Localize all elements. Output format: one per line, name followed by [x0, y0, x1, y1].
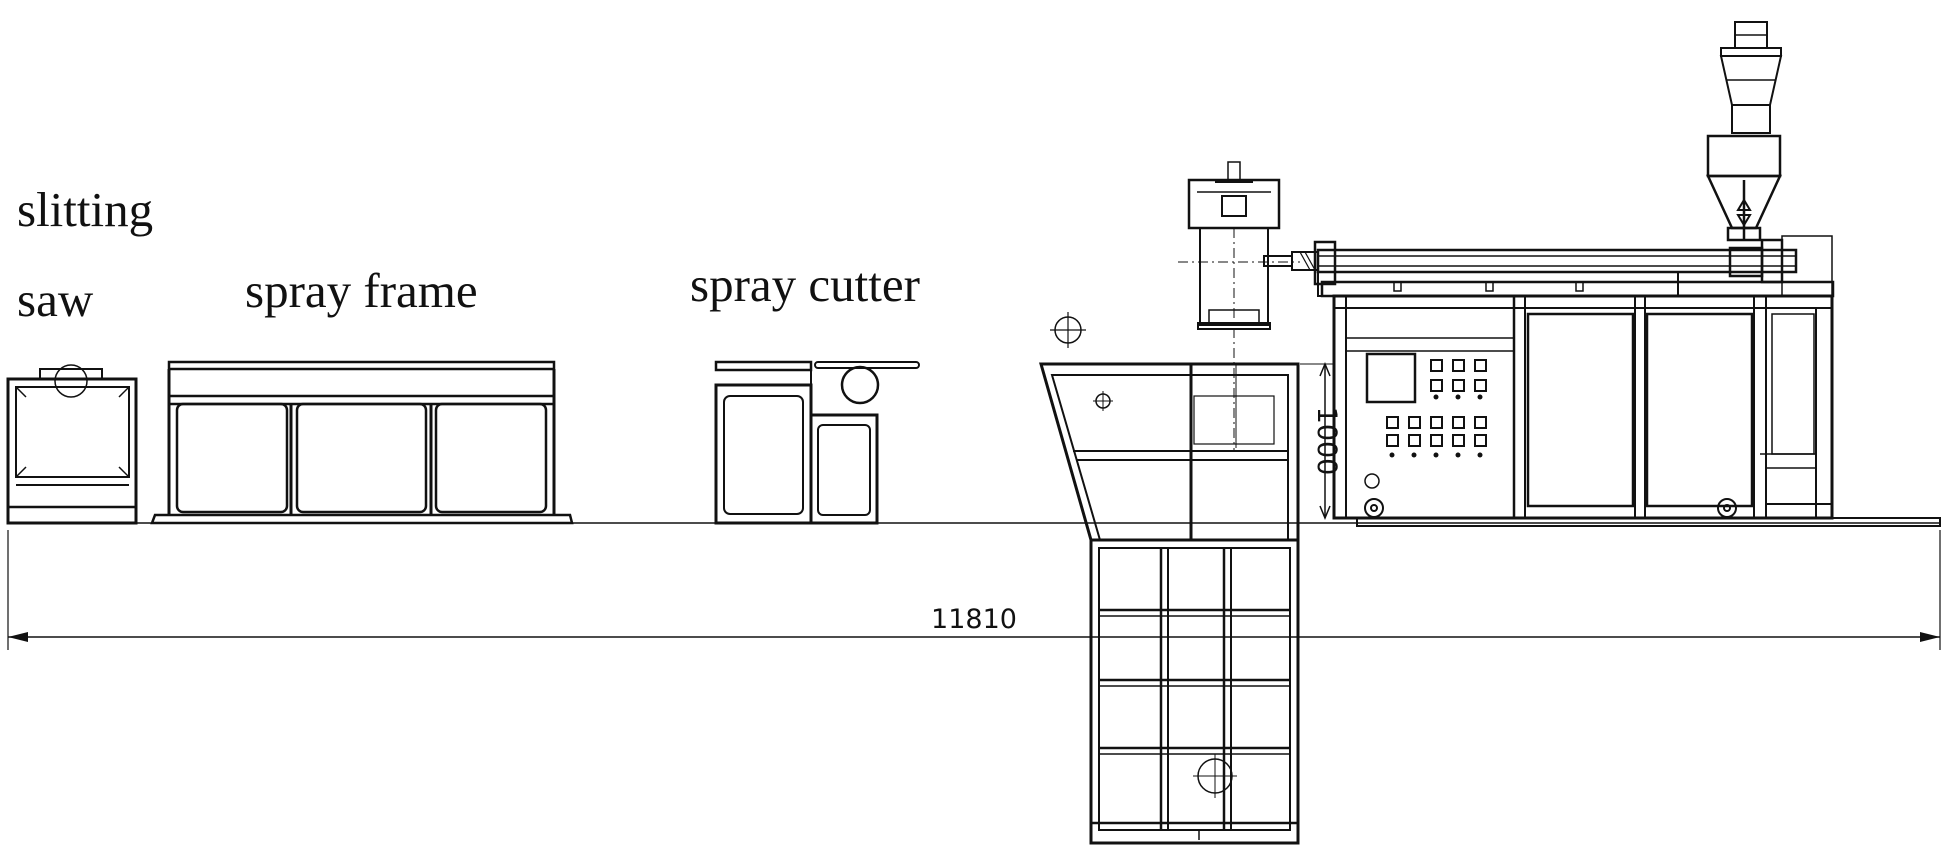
die-head-assembly — [1178, 161, 1300, 450]
spray-cutter-machine — [714, 360, 920, 525]
label-saw: saw — [17, 272, 94, 327]
dimension-overall-length: 11810 — [931, 604, 1017, 635]
dimension-height: 1000 — [1311, 407, 1342, 476]
slitting-saw-machine — [6, 364, 138, 525]
height-dimension — [1300, 362, 1335, 520]
label-slitting: slitting — [17, 182, 154, 237]
length-dimension — [7, 530, 1941, 650]
extruder-machine — [1263, 21, 1941, 527]
vacuum-tank — [1039, 362, 1300, 845]
control-buttons — [1364, 359, 1487, 489]
spray-frame-machine — [150, 360, 574, 525]
label-spray-frame: spray frame — [245, 263, 478, 318]
target-symbol — [1050, 312, 1086, 348]
label-spray-cutter: spray cutter — [690, 257, 920, 312]
